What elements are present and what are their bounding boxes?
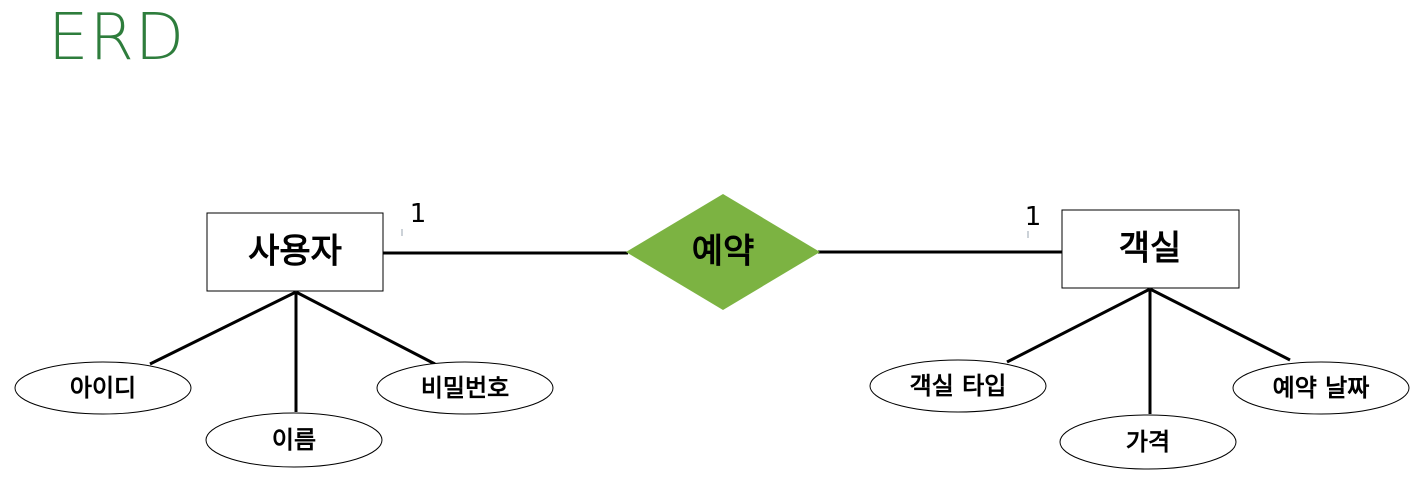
room-attr-line-type bbox=[1006, 287, 1151, 364]
attribute-label: 예약 날짜 bbox=[1273, 374, 1370, 402]
entity-user-label: 사용자 bbox=[248, 232, 342, 272]
attribute-user-password: 비밀번호 bbox=[376, 361, 554, 415]
attribute-label: 비밀번호 bbox=[421, 374, 509, 402]
user-attr-line-id bbox=[149, 290, 297, 366]
cardinality-user: 1 bbox=[410, 199, 427, 229]
attribute-label: 아이디 bbox=[70, 374, 136, 402]
attribute-user-name: 이름 bbox=[205, 412, 383, 468]
attribute-room-date: 예약 날짜 bbox=[1232, 361, 1410, 415]
relationship-label: 예약 bbox=[692, 232, 755, 272]
attribute-user-id: 아이디 bbox=[14, 361, 192, 415]
entity-user: 사용자 bbox=[206, 212, 384, 292]
attribute-label: 이름 bbox=[272, 426, 316, 454]
cardinality-room: 1 bbox=[1025, 202, 1042, 232]
entity-room: 객실 bbox=[1061, 209, 1240, 289]
user-attr-line-password bbox=[295, 290, 436, 366]
relationship-reservation: 예약 bbox=[626, 194, 820, 310]
entity-room-label: 객실 bbox=[1119, 229, 1182, 269]
attribute-room-price: 가격 bbox=[1059, 414, 1237, 470]
attribute-label: 객실 타입 bbox=[910, 372, 1007, 400]
diagram-title: ERD bbox=[48, 1, 186, 75]
room-attr-line-date bbox=[1149, 287, 1291, 362]
attribute-room-type: 객실 타입 bbox=[869, 359, 1047, 413]
attribute-label: 가격 bbox=[1126, 428, 1170, 456]
